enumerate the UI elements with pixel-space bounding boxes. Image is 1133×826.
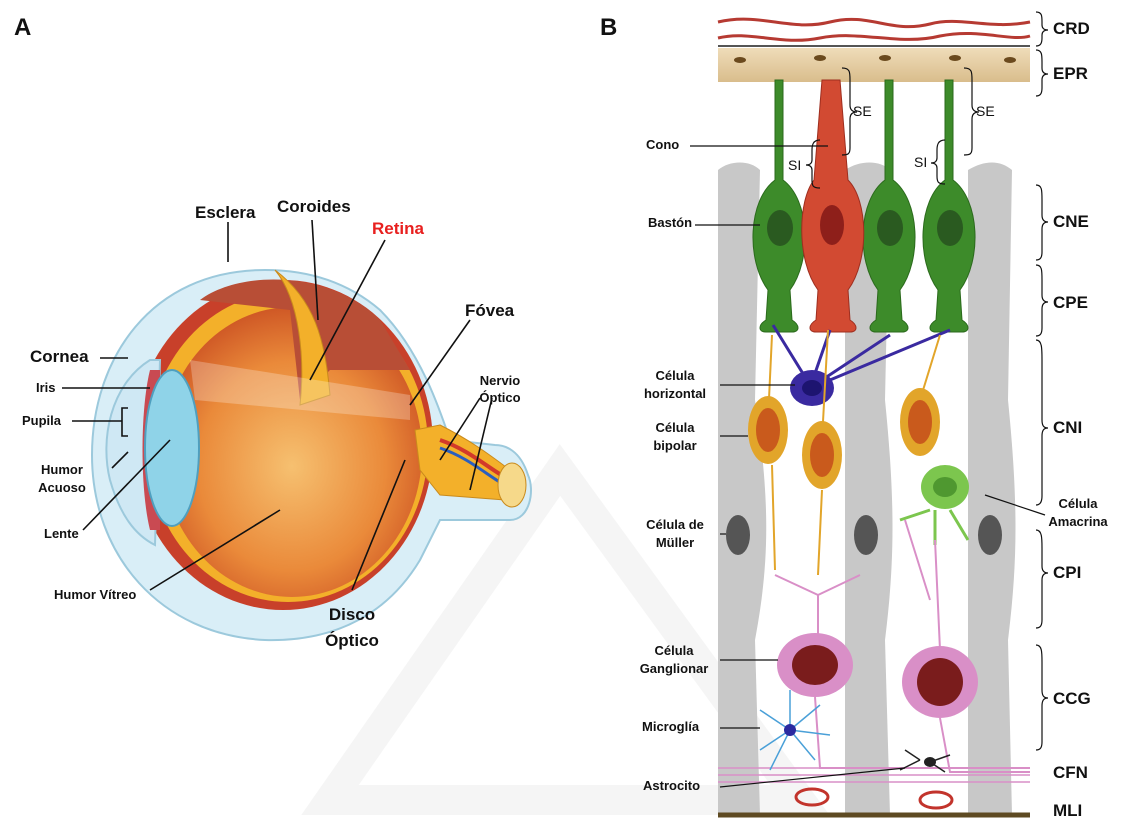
label-se-left: SE [853,103,872,119]
label-amacrina-1: Célula [1042,496,1114,511]
layer-label: CNI [1053,418,1082,438]
label-si-right: SI [914,154,927,170]
layer-label: CPI [1053,563,1081,583]
label-microglia: Microglía [642,719,699,734]
layer-label: CNE [1053,212,1089,232]
label-iris: Iris [36,380,56,395]
label-horizontal-2: horizontal [630,386,720,401]
amacrine-cell-shape [900,465,969,545]
label-disco-optico-2: Óptico [310,631,394,651]
label-cornea: Cornea [30,347,89,367]
label-pupila: Pupila [22,413,61,428]
layer-label: CRD [1053,19,1090,39]
label-bipolar-2: bipolar [630,438,720,453]
label-muller-2: Müller [630,535,720,550]
label-esclera: Esclera [195,203,256,223]
label-humor-acuoso-1: Humor [32,462,92,477]
label-humor-vitreo: Humor Vítreo [54,587,136,602]
layer-label: CFN [1053,763,1088,783]
lens-shape [145,370,199,526]
label-cono: Cono [646,137,679,152]
label-retina: Retina [372,219,424,239]
label-nervio-optico-1: Nervio [468,373,532,388]
panel-b-label: B [600,14,617,42]
rpe-layer [718,48,1030,82]
label-ganglionar-1: Célula [626,643,722,658]
layer-label: CPE [1053,293,1088,313]
layer-label: EPR [1053,64,1088,84]
label-coroides: Coroides [277,197,351,217]
panel-a-label: A [14,14,31,42]
label-se-right: SE [976,103,995,119]
label-amacrina-2: Amacrina [1042,514,1114,529]
label-baston: Bastón [648,215,692,230]
label-astrocito: Astrocito [643,778,700,793]
label-bipolar-1: Célula [630,420,720,435]
retina-layers-illustration [718,19,1030,815]
label-fovea: Fóvea [465,301,514,321]
label-horizontal-1: Célula [630,368,720,383]
label-disco-optico-1: Disco [310,605,394,625]
label-nervio-optico-2: Óptico [468,390,532,405]
label-lente: Lente [44,526,79,541]
label-ganglionar-2: Ganglionar [626,661,722,676]
layer-label: CCG [1053,689,1091,709]
label-muller-1: Célula de [630,517,720,532]
choroid-vessels [718,19,1030,40]
label-si-left: SI [788,157,801,173]
label-humor-acuoso-2: Acuoso [32,480,92,495]
layer-label: MLI [1053,801,1082,821]
